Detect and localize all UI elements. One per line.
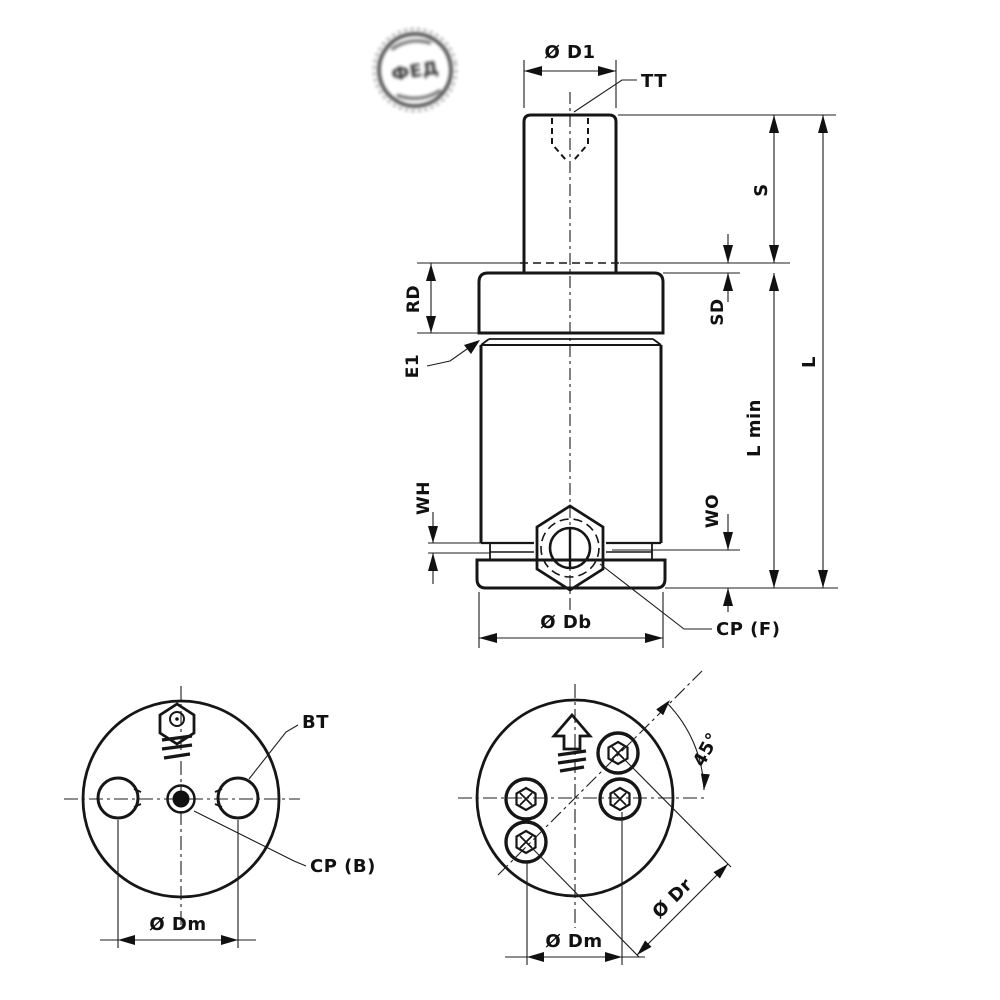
dim-l: L [799,115,828,588]
dim-rod-diameter: Ø D1 [524,42,616,76]
l-min-label: L min [744,399,765,457]
rod-diameter-label: Ø D1 [544,42,595,63]
cylinder-head [477,271,665,346]
charging-valve-symbol [158,702,196,760]
mounting-diameter-label: Ø Dm [149,914,206,935]
dim-wo: WO [703,494,733,612]
groove-label: E1 [403,354,423,378]
sd-label: SD [708,298,728,325]
bt-callout: BT [248,712,329,780]
extension-lines [417,60,838,648]
valve-spring-symbol [557,749,587,773]
dim-mounting-diameter: Ø Dm [505,812,645,965]
stroke-label: S [751,183,772,196]
rod-thread-callout: TT [573,71,667,113]
charging-valve-symbol [550,712,594,773]
rod-thread-label: TT [641,71,667,92]
mount-hole-left [96,776,142,820]
body-diameter-label: Ø Db [540,612,591,633]
rod-thread-hidden [551,118,589,161]
dim-sd: SD [708,234,733,326]
charging-port-plug [535,504,605,592]
charging-port-front-callout: CP (F) [599,563,780,640]
dim-stroke: S [751,115,779,263]
bt-label: BT [302,712,329,733]
bottom-view-three-holes: BT CP (B) Ø Dm [64,686,376,948]
hex-socket-hole-upper-right [596,731,640,775]
hex-socket-hole-left [504,777,548,821]
center-charging-port-hole [166,784,196,814]
bottom-flange [475,558,667,590]
bottom-view-four-holes: 45° Ø Dr Ø Dm [458,670,732,965]
angle-label: 45° [689,729,724,770]
bolt-circle-label: Ø Dr [648,874,696,922]
groove-callout: E1 [403,340,480,378]
charging-port-bottom-callout: CP (B) [193,810,376,877]
charging-port-bottom-label: CP (B) [310,856,376,877]
l-label: L [799,356,820,368]
stamp-text: ФЕД [390,57,440,85]
dim-l-min: L min [744,273,779,588]
mount-hole-right [214,776,260,820]
dim-body-diameter: Ø Db [479,612,663,643]
wh-label: WH [414,481,434,515]
side-view: Ø D1 TT S SD RD [403,42,838,648]
stamp: ФЕД [373,28,457,112]
hex-socket-hole-lower-left [504,820,548,864]
wo-label: WO [703,494,723,528]
mounting-diameter-label: Ø Dm [545,931,602,952]
dim-rd: RD [404,263,436,333]
cylinder-body [479,344,663,560]
centerline-diagonal-45 [497,670,703,876]
valve-spring-symbol [161,734,193,760]
stamp-circle [377,32,453,108]
dim-bolt-circle-dr: Ø Dr [532,759,732,958]
dim-mounting-diameter: Ø Dm [100,820,256,948]
piston-rod [522,113,618,274]
dim-wh: WH [414,481,438,584]
charging-port-front-label: CP (F) [716,619,780,640]
rd-label: RD [404,285,424,313]
hex-socket-hole-right [598,777,642,821]
dim-angle-45: 45° [656,700,724,791]
